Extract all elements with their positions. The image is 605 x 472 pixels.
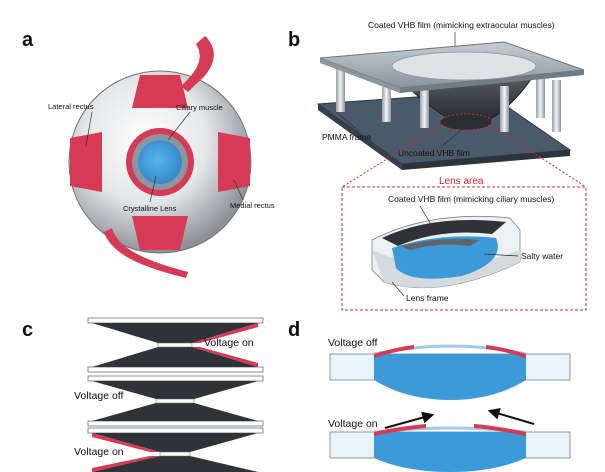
leader-pmma xyxy=(335,111,361,133)
leader-medial xyxy=(233,179,244,201)
post-3 xyxy=(420,82,429,128)
c-film-top-1 xyxy=(92,323,258,343)
medial-rectus-muscle xyxy=(218,132,250,192)
label-crystalline-lens: Crystalline Lens xyxy=(123,204,177,213)
c-frame-top-2 xyxy=(87,375,264,382)
leader-lens-frame xyxy=(391,281,405,297)
d-muscle-right-off xyxy=(486,345,526,358)
inferior-rectus xyxy=(132,216,188,250)
label-ciliary-muscle: Ciliary muscle xyxy=(176,103,223,112)
optic-strap xyxy=(181,36,214,92)
bottom-plate-edge xyxy=(318,104,402,170)
panel-d-letter: d xyxy=(288,319,300,341)
crystalline-lens-shape xyxy=(138,140,182,184)
leader-lens xyxy=(149,175,157,203)
d-arrow-left xyxy=(384,411,435,429)
c-film-top-3 xyxy=(92,433,258,452)
d-water-on xyxy=(374,432,526,472)
leader-uncoated xyxy=(441,125,467,147)
c-muscle-top-1 xyxy=(192,323,258,343)
label-lens-frame: Lens frame xyxy=(406,293,449,303)
c-muscle-bottom-3 xyxy=(92,456,160,472)
c-frame-top-1 xyxy=(87,317,264,324)
panel-c: c Voltage on Voltage off Voltage on xyxy=(22,317,264,472)
panel-b-letter: b xyxy=(288,29,300,51)
label-c-voltage-on-top: Voltage on xyxy=(204,337,254,349)
panel-b: b Coated VHB film (mimicking extraocular… xyxy=(288,20,587,311)
label-c-voltage-off: Voltage off xyxy=(74,390,124,402)
leader-ciliary xyxy=(167,111,191,141)
c-lens-3 xyxy=(159,451,191,457)
label-d-voltage-off: Voltage off xyxy=(328,337,378,349)
superior-rectus xyxy=(132,75,188,108)
funnel-lens-opening xyxy=(439,113,493,131)
bottom-plate-edge-front xyxy=(402,150,570,170)
label-c-voltage-on-bottom: Voltage on xyxy=(74,446,124,458)
label-d-voltage-on: Voltage on xyxy=(328,418,378,430)
d-muscle-right-on xyxy=(474,424,526,436)
panel-d: d Voltage off Voltage on xyxy=(288,319,571,472)
c-film-bottom-2 xyxy=(92,403,258,421)
c-frame-bottom-2 xyxy=(87,420,264,427)
callout-line-right xyxy=(491,125,587,188)
top-plate-edge-front xyxy=(400,70,584,93)
post-2 xyxy=(382,74,391,122)
c-frame-bottom-1 xyxy=(87,366,264,373)
d-arrow-right xyxy=(487,407,535,425)
callout-line-left xyxy=(341,125,441,188)
top-plate-edge xyxy=(320,58,400,93)
label-medial-rectus: Medial rectus xyxy=(230,201,275,210)
d-muscle-left-off xyxy=(374,345,414,358)
post-6 xyxy=(500,86,509,132)
post-4 xyxy=(536,68,545,118)
c-muscle-bottom-1 xyxy=(192,347,258,367)
leader-lateral xyxy=(85,111,93,147)
label-salty-water: Salty water xyxy=(521,251,563,261)
label-lateral-rectus: Lateral rectus xyxy=(48,102,94,111)
c-frame-top-3 xyxy=(87,427,264,434)
d-muscle-left-on xyxy=(374,424,426,436)
post-5 xyxy=(552,80,561,132)
d-water-off xyxy=(374,354,526,400)
leader-salty-water xyxy=(483,253,519,257)
label-lens-area: Lens area xyxy=(439,176,484,187)
coated-film-ring xyxy=(382,220,506,246)
c-film-bottom-1 xyxy=(92,347,258,367)
lateral-rectus-muscle xyxy=(70,132,102,192)
label-pmma-frame: PMMA frame xyxy=(322,132,371,142)
top-plate-hole xyxy=(391,51,537,81)
c-muscle-top-3 xyxy=(92,433,160,452)
c-film-bottom-3 xyxy=(92,456,258,472)
panel-a: a Lateral rectus Ciliary muscle Crystall… xyxy=(22,29,275,278)
label-coated-extraocular: Coated VHB film (mimicking extraocular m… xyxy=(368,20,555,30)
panel-a-letter: a xyxy=(22,29,34,51)
c-film-top-2 xyxy=(92,381,258,399)
panel-c-letter: c xyxy=(22,319,33,341)
label-uncoated-film: Uncoated VHB film xyxy=(398,148,470,158)
leader-coated-ciliary xyxy=(419,205,433,227)
post-1 xyxy=(336,66,345,112)
coated-film-inner xyxy=(400,238,480,250)
c-lens-2 xyxy=(155,398,195,404)
label-coated-ciliary: Coated VHB film (mimicking ciliary muscl… xyxy=(388,194,554,204)
c-lens-1 xyxy=(157,342,193,348)
lower-strap xyxy=(104,228,188,278)
